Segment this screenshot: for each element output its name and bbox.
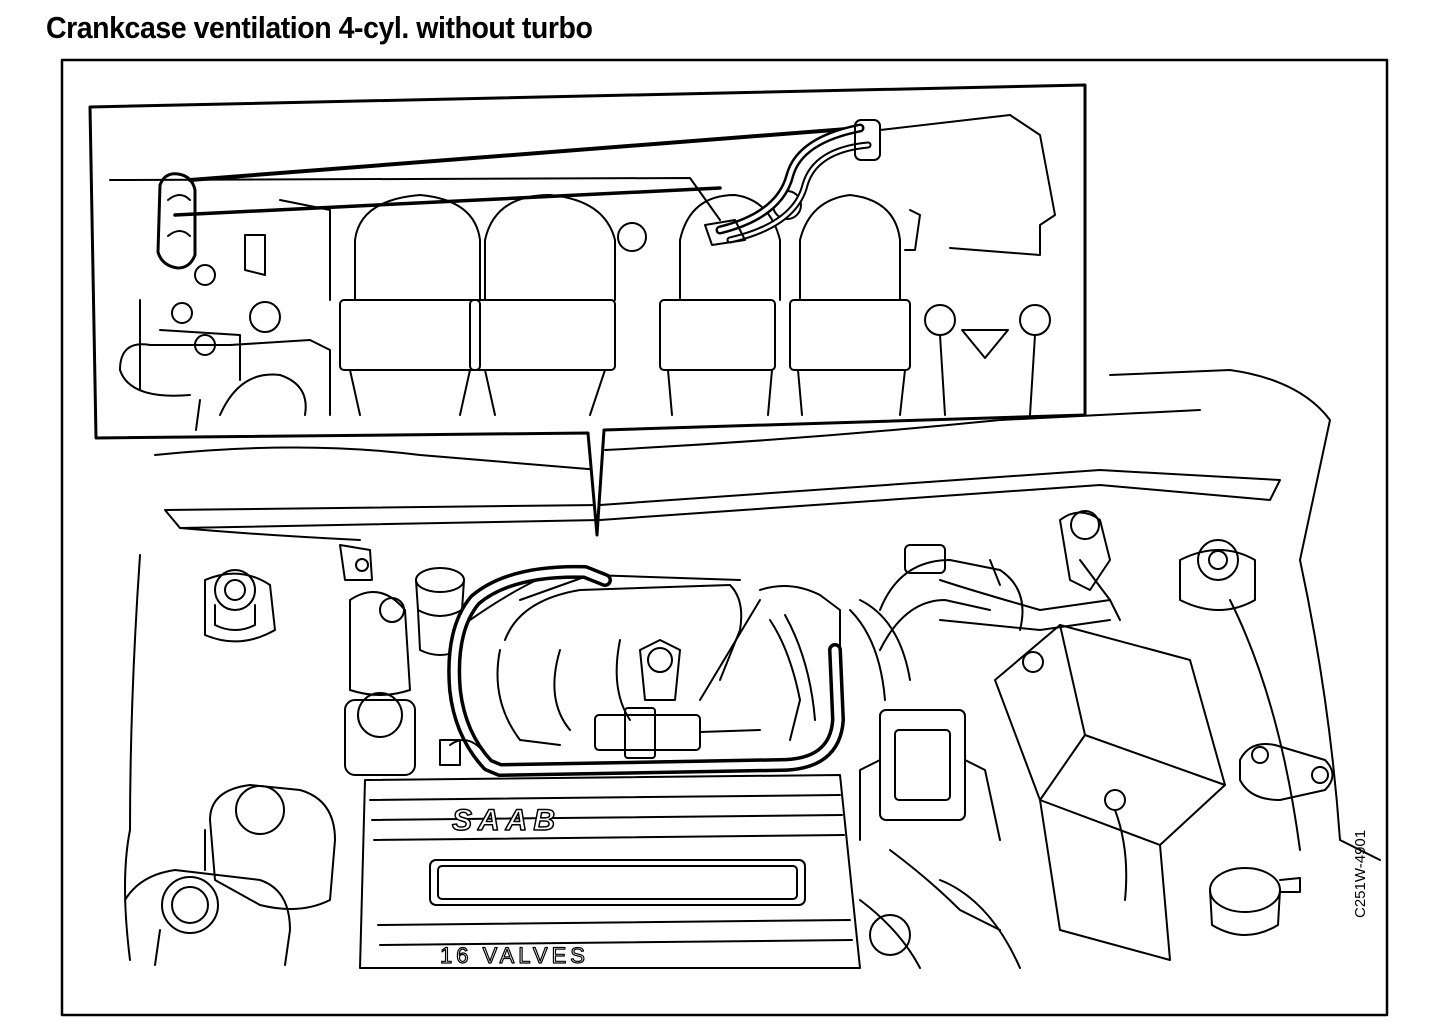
air-intake-hose xyxy=(879,544,1111,651)
right-strut-tower xyxy=(1179,539,1256,611)
brake-booster-valve xyxy=(1059,510,1121,621)
engine-bay: SAAB 16 VALVES xyxy=(124,369,1381,969)
ignition-leads xyxy=(699,585,911,741)
valve-cover xyxy=(359,774,861,969)
valve-cover-label: 16 VALVES xyxy=(440,943,589,968)
triangle-mark xyxy=(961,329,1009,359)
brake-master-cylinder xyxy=(339,544,416,776)
page-title: Crankcase ventilation 4-cyl. without tur… xyxy=(46,10,593,45)
engine-badge: SAAB xyxy=(452,804,561,837)
detail-callout xyxy=(88,83,1087,537)
washer-reservoir xyxy=(124,869,291,966)
left-strut-tower xyxy=(204,569,276,643)
right-bracket xyxy=(1239,743,1334,801)
cowl-strip xyxy=(164,469,1281,529)
callout-left-mechanism xyxy=(119,199,331,431)
crankcase-ventilation-hose xyxy=(447,564,845,777)
coolant-tank xyxy=(204,784,336,910)
air-mass-meter xyxy=(859,709,1001,841)
detail-hose-loop xyxy=(156,172,197,270)
battery xyxy=(994,624,1226,961)
figure-frame xyxy=(60,58,1389,1017)
spark-plug-towers xyxy=(339,194,911,416)
radiator-cap xyxy=(1209,867,1301,936)
callout-frame xyxy=(88,83,1087,537)
idle-air-valve xyxy=(594,639,761,759)
detail-ventilation-hose xyxy=(188,126,862,182)
figure-code: C251W-4901 xyxy=(1352,829,1369,918)
